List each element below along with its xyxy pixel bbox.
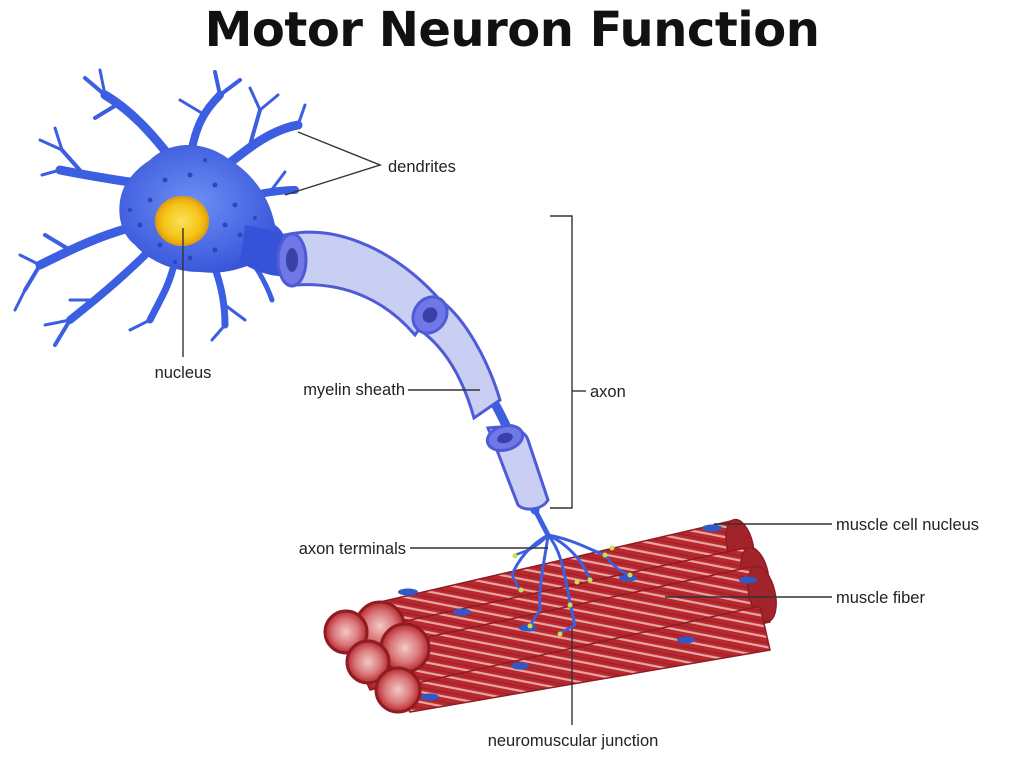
myelin-sheath-label: myelin sheath	[303, 381, 405, 399]
dendrites-label: dendrites	[388, 158, 456, 176]
muscle-fiber-label: muscle fiber	[836, 589, 925, 607]
neuron-cell-body	[15, 70, 305, 345]
axon	[278, 232, 548, 510]
muscle-cell-nucleus-label: muscle cell nucleus	[836, 516, 979, 534]
axon-terminals-label: axon terminals	[299, 540, 406, 558]
axon-label: axon	[590, 383, 626, 401]
nucleus-organelle	[156, 197, 208, 245]
nucleus-label: nucleus	[155, 364, 212, 382]
myelin-segment-3	[485, 422, 548, 509]
axon-bracket	[550, 216, 572, 508]
dendrites-leader	[285, 132, 380, 195]
neuromuscular-junction-label: neuromuscular junction	[488, 732, 659, 750]
myelin-segment-2	[406, 290, 500, 418]
